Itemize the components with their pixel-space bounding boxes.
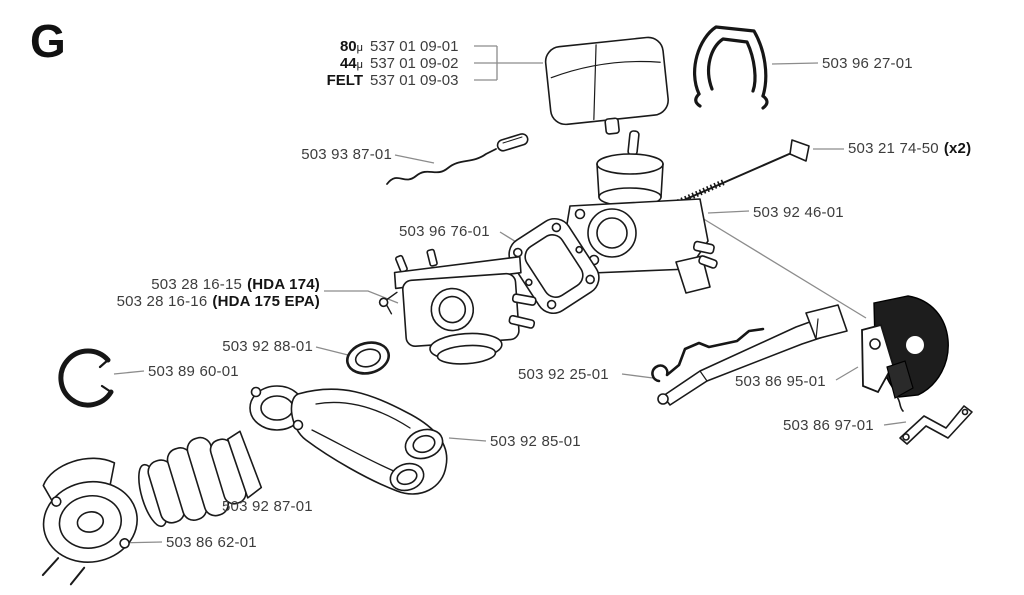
variant-note: (HDA 174) [247, 276, 320, 293]
label-filter-44: 44μ 537 01 09-02 [315, 55, 470, 72]
part-number: 537 01 09-01 [370, 38, 459, 55]
seal-ring-part [346, 341, 390, 375]
filter-labels-block: 80μ 537 01 09-01 44μ 537 01 09-02 FELT 5… [315, 38, 470, 89]
label-bolt: 503 21 74-50(x2) [848, 140, 971, 157]
part-number: 503 86 62-01 [166, 534, 257, 551]
throttle-rod-part [651, 327, 765, 383]
spring-clip-part [693, 25, 769, 110]
gasket-part [508, 217, 600, 315]
label-spring-clip: 503 96 27-01 [822, 55, 913, 72]
part-number: 503 92 46-01 [753, 204, 844, 221]
wire-clamp-part [899, 405, 973, 445]
label-filter-felt: FELT 537 01 09-03 [315, 72, 470, 89]
support-bracket-part [657, 304, 848, 406]
part-number: 503 28 16-15 [151, 276, 243, 293]
filter-grade: FELT [326, 72, 363, 89]
label-seal: 503 92 88-01 [222, 338, 313, 355]
part-number: 503 86 95-01 [735, 373, 826, 390]
part-number: 503 93 87-01 [301, 146, 392, 163]
impulse-line-part [386, 133, 529, 185]
label-carburetor-variants: 503 28 16-15(HDA 174) 503 28 16-16(HDA 1… [117, 276, 320, 310]
filter-grade: 44μ [339, 55, 363, 72]
label-carb-body: 503 92 46-01 [753, 204, 844, 221]
label-bracket: 503 86 95-01 [735, 373, 826, 390]
part-number: 503 92 88-01 [222, 338, 313, 355]
air-filter-part [544, 36, 669, 135]
section-letter: G [30, 15, 66, 67]
label-gasket: 503 96 76-01 [399, 223, 490, 240]
part-number: 503 96 76-01 [399, 223, 490, 240]
label-filter-80: 80μ 537 01 09-01 [315, 38, 470, 55]
carburetor-body-part [564, 130, 718, 294]
label-snap-ring: 503 89 60-01 [148, 363, 239, 380]
intake-flange-part [41, 457, 138, 586]
part-number: 503 96 27-01 [822, 55, 913, 72]
part-number: 503 92 87-01 [222, 498, 313, 515]
label-flange: 503 86 62-01 [166, 534, 257, 551]
label-throttle-rod: 503 92 25-01 [518, 366, 609, 383]
part-number: 503 21 74-50 [848, 140, 939, 157]
label-boot: 503 92 87-01 [222, 498, 313, 515]
carburetor-part [378, 248, 537, 365]
label-impulse-wire: 503 93 87-01 [301, 146, 392, 163]
throttle-lever-part [861, 295, 949, 412]
quantity-note: (x2) [943, 140, 972, 157]
label-clamp: 503 86 97-01 [783, 417, 874, 434]
label-manifold: 503 92 85-01 [490, 433, 581, 450]
snap-ring-part [58, 348, 114, 408]
label-carburetor-hda174: 503 28 16-15(HDA 174) [117, 276, 320, 293]
part-number: 503 92 25-01 [518, 366, 609, 383]
part-number: 537 01 09-03 [370, 72, 459, 89]
part-number: 503 92 85-01 [490, 433, 581, 450]
variant-note: (HDA 175 EPA) [212, 293, 320, 310]
filter-grade: 80μ [339, 38, 363, 55]
intake-manifold-part [249, 385, 448, 495]
part-number: 503 89 60-01 [148, 363, 239, 380]
part-number: 503 28 16-16 [116, 293, 208, 310]
part-number: 537 01 09-02 [370, 55, 459, 72]
rubber-boot-part [138, 430, 263, 528]
part-number: 503 86 97-01 [783, 417, 874, 434]
label-carburetor-hda175: 503 28 16-16(HDA 175 EPA) [117, 293, 320, 310]
